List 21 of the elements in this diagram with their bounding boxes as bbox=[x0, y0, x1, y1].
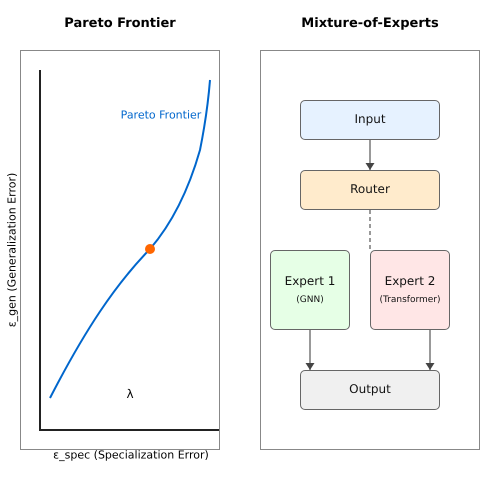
expert-box bbox=[370, 250, 450, 330]
box-label: Expert 1 bbox=[284, 274, 336, 289]
box-sublabel: (Transformer) bbox=[379, 294, 441, 306]
box-label: Output bbox=[349, 383, 391, 397]
box-label: Input bbox=[354, 113, 386, 127]
panel-title: Mixture-of-Experts bbox=[301, 17, 439, 32]
box-label: Expert 2 bbox=[384, 274, 436, 289]
expert-box bbox=[270, 250, 350, 330]
input-box bbox=[300, 100, 440, 140]
router-box bbox=[300, 170, 440, 210]
parameter-symbol: λ bbox=[126, 388, 134, 402]
box-sublabel: (GNN) bbox=[296, 294, 324, 306]
dashed-connector bbox=[369, 210, 371, 250]
arrow bbox=[366, 140, 374, 170]
box-label: Router bbox=[350, 183, 390, 197]
panel-title: Pareto Frontier bbox=[64, 17, 176, 32]
arrow bbox=[426, 330, 434, 370]
arrow bbox=[306, 330, 314, 370]
curve-label: Pareto Frontier bbox=[120, 110, 202, 122]
axis-label: ε_spec (Specialization Error) bbox=[53, 450, 209, 462]
output-box bbox=[300, 370, 440, 410]
